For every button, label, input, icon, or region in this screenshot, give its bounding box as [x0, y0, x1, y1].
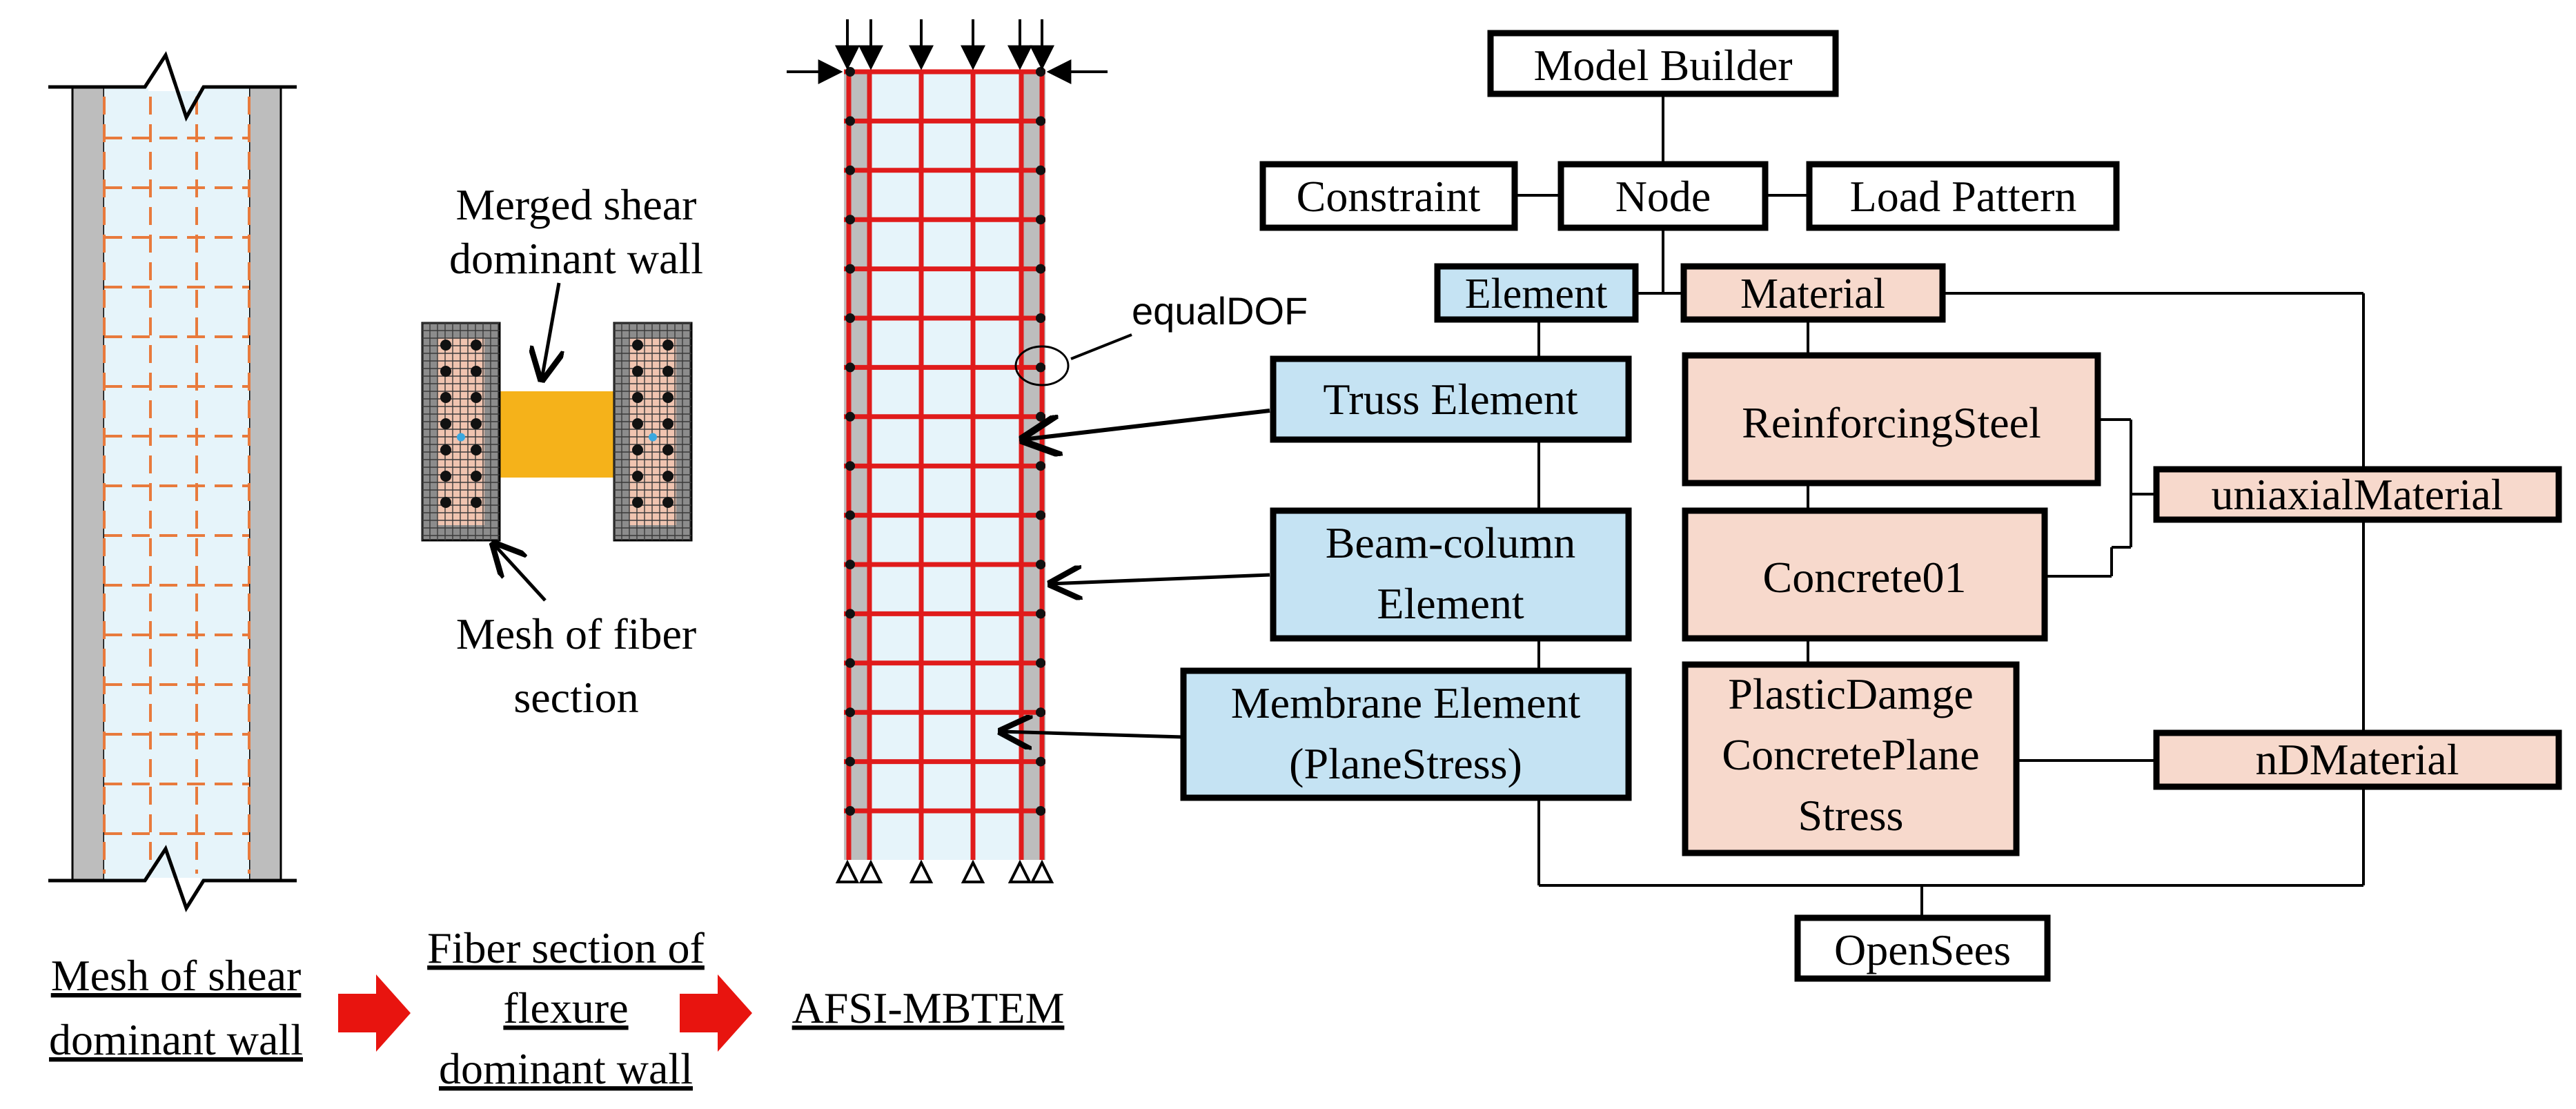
svg-text:OpenSees: OpenSees — [1834, 925, 2011, 974]
step-arrow-1 — [338, 974, 411, 1052]
svg-text:Concrete01: Concrete01 — [1763, 553, 1967, 602]
merged-shear-wall-core — [491, 391, 616, 478]
model-builder-box: Model Builder — [1487, 30, 1839, 97]
load-pattern-box: Load Pattern — [1806, 161, 2120, 231]
svg-text:Beam-column: Beam-column — [1326, 518, 1576, 567]
reinforcing-steel-box: ReinforcingSteel — [1682, 352, 2101, 487]
equal-dof-label: equalDOF — [1132, 289, 1308, 333]
nd-material-box: nDMaterial — [2153, 729, 2562, 790]
svg-text:Node: Node — [1615, 172, 1711, 221]
merged-wall-label-line2: dominant wall — [449, 234, 703, 283]
fiber-boundary-right — [613, 322, 693, 542]
svg-text:nDMaterial: nDMaterial — [2256, 735, 2459, 784]
step3-label: AFSI-MBTEM — [792, 983, 1065, 1032]
svg-text:ConcretePlane: ConcretePlane — [1722, 730, 1979, 779]
step-arrow-2 — [680, 974, 752, 1052]
svg-text:Element: Element — [1465, 271, 1608, 317]
fiber-mesh-label-line2: section — [513, 673, 638, 722]
opensees-box: OpenSees — [1794, 914, 2051, 982]
membrane-element-box: Membrane Element (PlaneStress) — [1180, 667, 1632, 801]
fiber-boundary-left — [421, 322, 501, 542]
svg-text:Constraint: Constraint — [1297, 172, 1481, 221]
beam-column-pointer — [1050, 575, 1270, 584]
material-box: Material — [1680, 263, 1946, 323]
merged-wall-pointer — [542, 282, 559, 380]
merged-wall-label-line1: Merged shear — [456, 180, 697, 229]
svg-text:Stress: Stress — [1798, 791, 1904, 840]
constraint-box: Constraint — [1259, 161, 1518, 231]
step2-label-line2: flexure — [503, 983, 628, 1032]
equal-dof-ellipse — [1014, 345, 1070, 386]
svg-text:Membrane Element: Membrane Element — [1231, 678, 1581, 727]
truss-element-box: Truss Element — [1270, 355, 1632, 443]
svg-text:Model Builder: Model Builder — [1533, 41, 1792, 90]
flowchart — [1001, 94, 2365, 918]
svg-text:Material: Material — [1740, 271, 1885, 317]
plastic-damage-box: PlasticDamge ConcretePlane Stress — [1682, 661, 2020, 856]
equal-dof-pointer — [1070, 333, 1132, 360]
process-steps: Mesh of shear dominant wall Fiber sectio… — [49, 923, 1064, 1093]
concrete01-box: Concrete01 — [1682, 507, 2048, 642]
shear-wall-mesh — [48, 51, 297, 912]
step2-label-line3: dominant wall — [439, 1044, 693, 1093]
fiber-mesh-pointer — [493, 544, 547, 602]
svg-text:ReinforcingSteel: ReinforcingSteel — [1742, 398, 2041, 447]
membrane-pointer — [1001, 732, 1184, 737]
uniaxial-material-box: uniaxialMaterial — [2153, 466, 2562, 523]
svg-text:uniaxialMaterial: uniaxialMaterial — [2212, 470, 2504, 519]
beam-column-element-box: Beam-column Element — [1270, 507, 1632, 642]
fiber-section: Merged shear dominant wall Mesh of fiber… — [421, 180, 703, 722]
truss-pointer — [1023, 409, 1270, 440]
svg-text:(PlaneStress): (PlaneStress) — [1289, 739, 1522, 788]
node-box: Node — [1557, 161, 1769, 231]
svg-text:Truss Element: Truss Element — [1323, 375, 1577, 424]
svg-text:Element: Element — [1377, 579, 1524, 628]
step1-label-line1: Mesh of shear — [51, 951, 302, 1000]
element-box: Element — [1434, 263, 1639, 323]
svg-text:PlasticDamge: PlasticDamge — [1728, 669, 1973, 718]
step2-label-line1: Fiber section of — [427, 923, 705, 972]
svg-text:Load Pattern: Load Pattern — [1850, 172, 2077, 221]
fiber-mesh-label-line1: Mesh of fiber — [456, 609, 696, 658]
step1-label-line2: dominant wall — [49, 1015, 303, 1064]
